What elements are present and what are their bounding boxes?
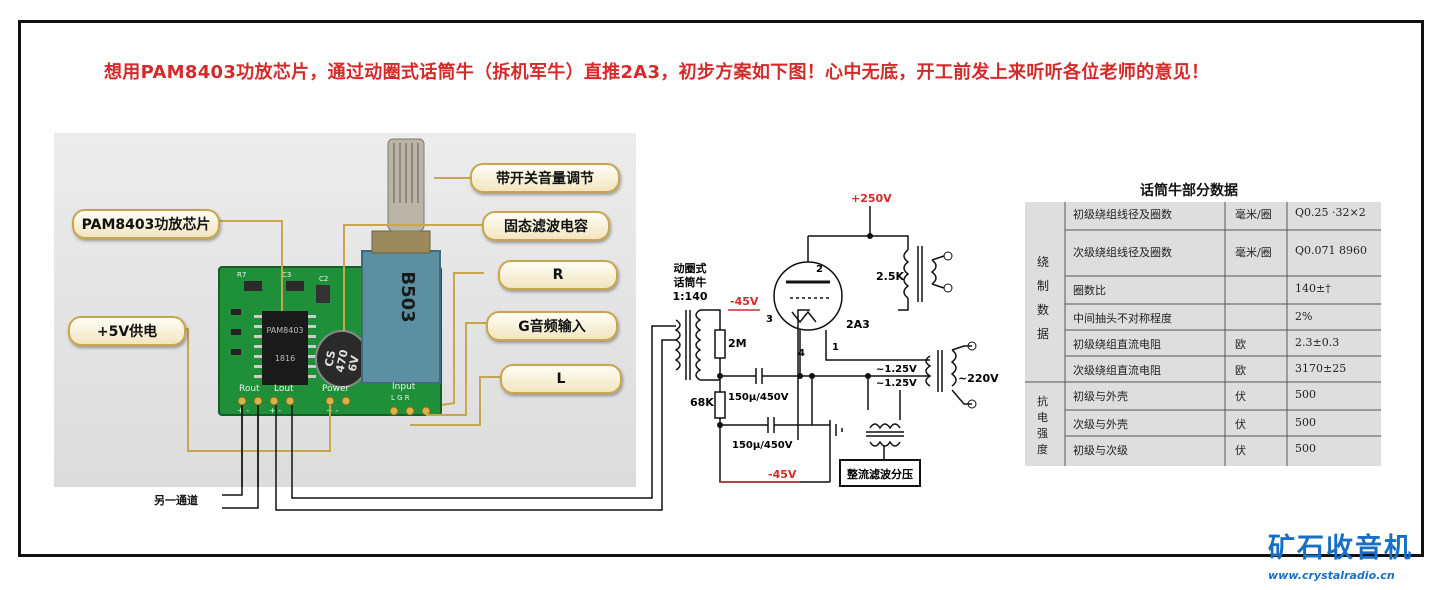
mic-transformer — [674, 206, 972, 487]
table-row-unit: 欧 — [1235, 338, 1246, 351]
pin-3-label: 3 — [766, 314, 773, 325]
table-row-item: 初级绕组线径及圈数 — [1073, 208, 1172, 221]
silk-lgr: L G R — [391, 394, 410, 402]
table-grid — [1025, 202, 1381, 466]
table-row-value: 500 — [1295, 442, 1316, 455]
table-row-item: 次级绕组直流电阻 — [1073, 364, 1161, 377]
pot-marking: B503 — [397, 271, 418, 322]
table-row-item: 圈数比 — [1073, 284, 1106, 297]
table-row-value: 2.3±0.3 — [1295, 336, 1340, 349]
mic-label-2: 话筒牛 — [674, 275, 707, 289]
bottom-bias-label: -45V — [768, 468, 797, 481]
tube-2A3 — [773, 261, 843, 331]
cap-label-6v: 6V — [346, 354, 362, 373]
table-row-value: 2% — [1295, 310, 1313, 323]
silk-pm2: + - — [269, 406, 281, 415]
table-row-item: 中间抽头不对称程度 — [1073, 312, 1172, 325]
table-row-unit: 毫米/圈 — [1235, 208, 1272, 221]
mic-label-ratio: 1:140 — [672, 290, 707, 303]
callout-g-input: G音频输入 — [486, 311, 618, 341]
chip-marking-bottom: 1816 — [275, 354, 295, 363]
silk-c2: C2 — [319, 275, 328, 283]
table-row-value: 500 — [1295, 416, 1316, 429]
callout-power: +5V供电 — [68, 316, 186, 346]
main-frame — [18, 20, 1424, 557]
callout-switch-volume: 带开关音量调节 — [470, 163, 620, 193]
table-row-unit: 伏 — [1235, 444, 1246, 457]
chip-marking-top: PAM8403 — [266, 326, 303, 335]
r-2m-label: 2M — [728, 337, 747, 350]
board-photo: PAM8403 1816 R7 C3 C2 CS 470 6V B503 — [54, 133, 636, 509]
table-row-value: Q0.071 8960 — [1295, 244, 1367, 257]
table-row-value: 140±† — [1295, 282, 1331, 295]
silk-pm3: + - — [326, 406, 338, 415]
b-plus-label: +250V — [851, 192, 892, 205]
tube-label: 2A3 — [846, 318, 870, 331]
table-row-item: 次级与外壳 — [1073, 418, 1128, 431]
table-row-unit: 毫米/圈 — [1235, 246, 1272, 259]
silk-rout: Rout — [239, 384, 260, 394]
pin-2-label: 2 — [816, 264, 823, 275]
grid-bias-label: -45V — [730, 295, 759, 308]
group-winding: 绕制数据 — [1037, 255, 1050, 341]
filament-1-label: ~1.25V — [876, 364, 917, 375]
site-url: www.crystalradio.cn — [1268, 569, 1395, 582]
callout-amp-chip: PAM8403功放芯片 — [72, 209, 220, 239]
silk-input: Input — [392, 382, 416, 392]
smd-resistor — [244, 281, 262, 291]
callout-r: R — [498, 260, 618, 290]
table-row-value: Q0.25 ·32×2 — [1295, 206, 1366, 219]
group-dielectric: 抗电强度 — [1037, 395, 1048, 456]
callout-filter-cap: 固态滤波电容 — [482, 211, 610, 241]
silk-pm1: + - — [237, 406, 249, 415]
pin-4-label: 4 — [798, 348, 805, 359]
r-68k-label: 68K — [690, 396, 714, 409]
table-row-unit: 伏 — [1235, 390, 1246, 403]
cap-label-cs: CS — [322, 349, 338, 368]
silk-power: Power — [322, 384, 350, 394]
other-channel-label: 另一通道 — [154, 494, 198, 507]
psu-box — [839, 459, 921, 487]
cap2-label: 150μ/450V — [732, 440, 793, 451]
table-title: 话筒牛部分数据 — [1140, 183, 1238, 199]
r-2-5k-label: 2.5K — [876, 270, 904, 283]
filament-2-label: ~1.25V — [876, 378, 917, 389]
site-logo: 矿石收音机 — [1268, 533, 1413, 564]
psu-box-label: 整流滤波分压 — [846, 467, 913, 481]
callout-l: L — [500, 364, 622, 394]
mains-label: ~220V — [958, 372, 999, 385]
table-row-value: 500 — [1295, 388, 1316, 401]
table-row-value: 3170±25 — [1295, 362, 1347, 375]
table-row-item: 初级与次级 — [1073, 444, 1128, 457]
mic-label-1: 动圈式 — [674, 261, 707, 275]
board-photo-drawing: PAM8403 1816 R7 C3 C2 CS 470 6V B503 — [182, 138, 500, 509]
pin-1-label: 1 — [832, 342, 839, 353]
table-row-unit: 欧 — [1235, 364, 1246, 377]
pin-header — [237, 396, 431, 416]
table-row-item: 次级绕组线径及圈数 — [1073, 246, 1172, 259]
cap-label-470: 470 — [333, 348, 351, 374]
table-row-unit: 伏 — [1235, 418, 1246, 431]
cap1-label: 150μ/450V — [728, 392, 789, 403]
silk-c3: C3 — [282, 271, 291, 279]
table-row-item: 初级绕组直流电阻 — [1073, 338, 1161, 351]
silk-r7: R7 — [237, 271, 246, 279]
headline: 想用PAM8403功放芯片，通过动圈式话筒牛（拆机军牛）直推2A3，初步方案如下… — [104, 62, 1210, 83]
silk-lout: Lout — [274, 384, 294, 394]
table-row-item: 初级与外壳 — [1073, 390, 1128, 403]
amp-chip — [262, 311, 308, 385]
